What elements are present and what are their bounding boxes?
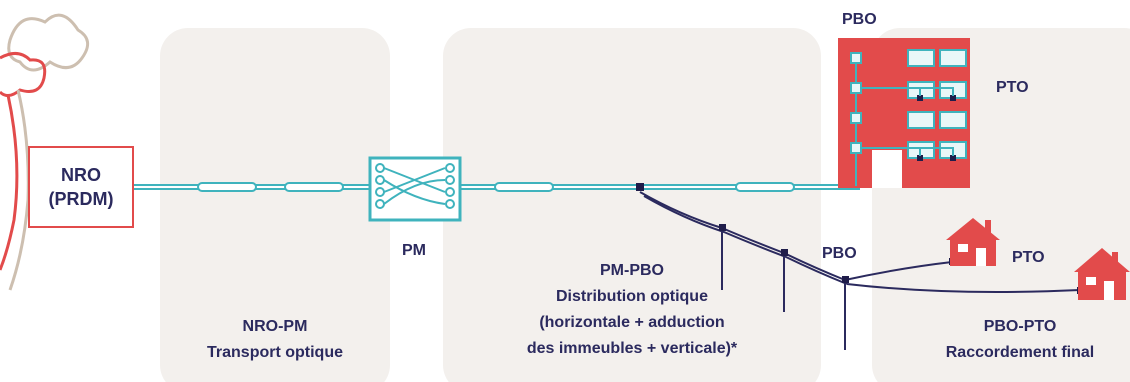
segment-nro-pm-title: NRO-PM (242, 318, 308, 335)
panel-pm-pbo (443, 28, 821, 382)
segment-pm-pbo-detail-2: des immeubles + verticale)* (526, 340, 738, 357)
building-icon (838, 38, 970, 188)
pbo-pole-label: PBO (822, 245, 857, 262)
panel-nro-pm (160, 28, 390, 382)
segment-pm-pbo-title: PM-PBO (600, 262, 664, 279)
tree-icon (0, 13, 90, 291)
segment-nro-pm: NRO-PM Transport optique (160, 314, 390, 366)
segment-pbo-pto-desc: Raccordement final (945, 344, 1095, 361)
pto-house-label: PTO (1012, 249, 1045, 266)
pm-label: PM (402, 242, 426, 259)
house-icon (946, 218, 1000, 266)
fiber-splice-sleeves (197, 182, 795, 192)
segment-pm-pbo-desc: Distribution optique (556, 288, 708, 305)
pto-building-label: PTO (996, 79, 1029, 96)
segment-pm-pbo: PM-PBO Distribution optique (horizontale… (443, 258, 821, 362)
nro-node: NRO (PRDM) (28, 146, 134, 228)
aerial-cables (639, 191, 1081, 293)
nro-sublabel: (PRDM) (48, 189, 114, 209)
pbo-building-label: PBO (842, 11, 877, 28)
branch-node (636, 183, 644, 191)
house-icon (1074, 248, 1130, 300)
segment-nro-pm-desc: Transport optique (207, 344, 343, 361)
segment-pbo-pto: PBO-PTO Raccordement final (910, 314, 1130, 366)
nro-label: NRO (61, 165, 101, 185)
segment-pm-pbo-detail-1: (horizontale + adduction (539, 314, 725, 331)
segment-pbo-pto-title: PBO-PTO (983, 318, 1057, 335)
pm-cabinet-icon (368, 156, 462, 222)
utility-poles (721, 228, 846, 350)
